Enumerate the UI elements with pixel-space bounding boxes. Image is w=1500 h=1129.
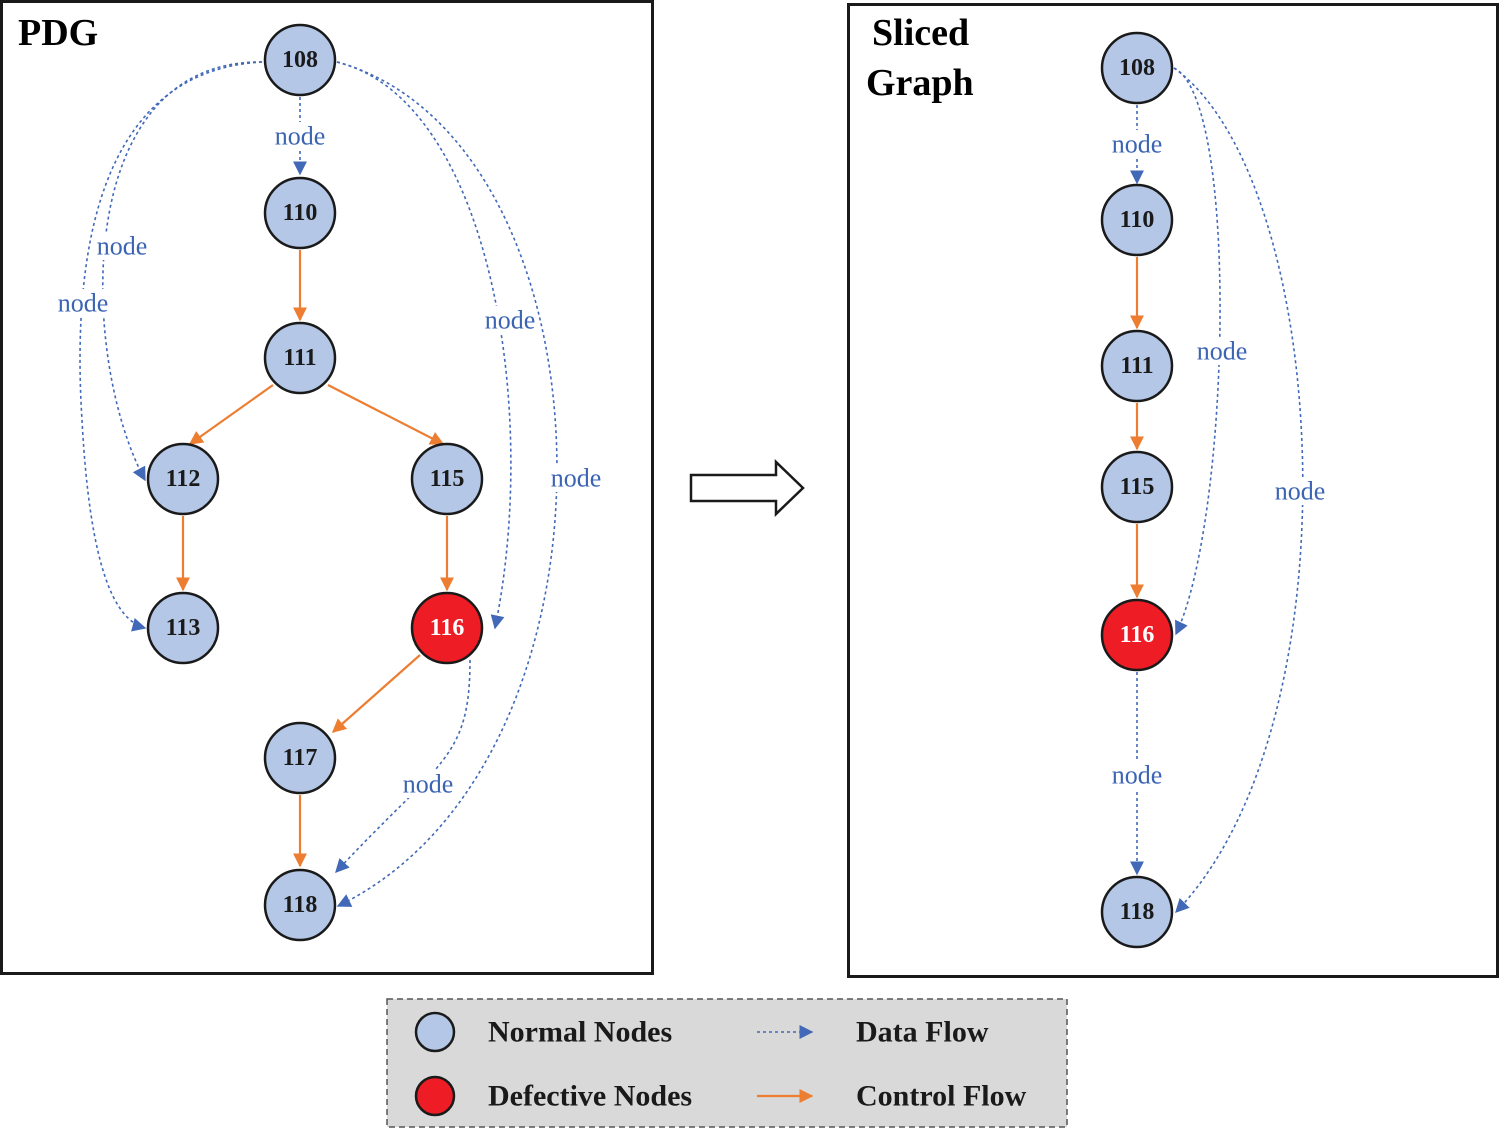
sliced-node-111: 111 (1100, 329, 1174, 403)
pdg-data-edge-108-113 (79, 61, 263, 632)
pdg-node-117: 117 (263, 721, 337, 795)
legend-normal-label: Normal Nodes (488, 1016, 672, 1049)
pdg-edge-label-108-113: node (58, 289, 109, 318)
pdg-edge-label-bg-108-118 (544, 464, 608, 492)
pdg-node-115: 115 (410, 442, 484, 516)
sliced-edge-label-108-116: node (1197, 337, 1248, 366)
sliced-edge-label-bg-108-116 (1190, 337, 1254, 365)
pdg-control-edge-111-112 (188, 384, 274, 445)
pdg-node-111: 111 (263, 321, 337, 395)
sliced-node-circle-118 (1100, 875, 1174, 949)
sliced-node-label-115: 115 (1120, 474, 1155, 500)
sliced-node-115: 115 (1100, 450, 1174, 524)
sliced-title-line1: Sliced (872, 12, 969, 54)
sliced-title-line2: Graph (866, 62, 974, 104)
pdg-node-112: 112 (146, 442, 220, 516)
pdg-node-118: 118 (263, 868, 337, 942)
pdg-node-circle-108 (263, 23, 337, 97)
sliced-node-circle-110 (1100, 183, 1174, 257)
pdg-node-circle-118 (263, 868, 337, 942)
sliced-edges: node node node node (1105, 67, 1332, 914)
sliced-edge-label-bg-108-118 (1268, 477, 1332, 505)
sliced-edge-label-bg-108-110 (1105, 130, 1169, 158)
sliced-data-edge-108-118 (1173, 67, 1304, 914)
sliced-node-116: 116 (1100, 598, 1174, 672)
pdg-node-label-108: 108 (282, 47, 318, 73)
pdg-nodes: 108 110 111 112 113 115 116 117 118 (146, 23, 484, 942)
sliced-edge-label-108-110: node (1112, 130, 1163, 159)
pdg-node-circle-110 (263, 176, 337, 250)
pdg-title: PDG (18, 12, 98, 54)
pdg-edge-label-bg-116-118 (396, 770, 460, 798)
legend-defective-node-icon (414, 1075, 456, 1117)
pdg-node-circle-116 (410, 591, 484, 665)
sliced-edge-label-116-118: node (1112, 761, 1163, 790)
transform-arrow-icon (689, 459, 805, 517)
pdg-node-116: 116 (410, 591, 484, 665)
pdg-node-circle-113 (146, 591, 220, 665)
pdg-node-label-117: 117 (283, 745, 318, 771)
sliced-nodes: 108 110 111 115 116 118 (1100, 31, 1174, 949)
pdg-node-110: 110 (263, 176, 337, 250)
sliced-node-circle-108 (1100, 31, 1174, 105)
pdg-node-label-113: 113 (166, 615, 201, 641)
sliced-graph-panel (847, 3, 1499, 978)
pdg-edge-label-108-118: node (551, 464, 602, 493)
sliced-node-110: 110 (1100, 183, 1174, 257)
pdg-node-circle-112 (146, 442, 220, 516)
pdg-control-edge-111-115 (327, 384, 445, 445)
sliced-data-edge-108-116 (1173, 67, 1221, 636)
pdg-edges: node node node node node node (51, 61, 608, 907)
legend-data-flow-label: Data Flow (856, 1016, 989, 1049)
pdg-node-label-111: 111 (283, 345, 316, 371)
pdg-node-label-110: 110 (283, 200, 318, 226)
pdg-node-108: 108 (263, 23, 337, 97)
pdg-edge-label-bg-108-110 (268, 122, 332, 150)
pdg-control-edge-116-117 (331, 654, 421, 733)
sliced-node-label-110: 110 (1120, 207, 1155, 233)
pdg-data-edge-108-112 (101, 61, 263, 482)
pdg-edge-label-116-118: node (403, 770, 454, 799)
pdg-node-circle-117 (263, 721, 337, 795)
sliced-node-label-111: 111 (1120, 353, 1153, 379)
sliced-node-label-108: 108 (1119, 55, 1155, 81)
pdg-edge-label-108-110: node (275, 122, 326, 151)
sliced-node-118: 118 (1100, 875, 1174, 949)
pdg-node-label-118: 118 (283, 892, 318, 918)
legend-control-flow-label: Control Flow (856, 1080, 1027, 1113)
pdg-edge-label-bg-108-112 (90, 232, 154, 260)
pdg-node-label-115: 115 (430, 466, 465, 492)
pdg-edge-label-bg-108-113 (51, 289, 115, 317)
pdg-data-edge-108-116 (336, 61, 512, 630)
pdg-node-circle-111 (263, 321, 337, 395)
pdg-node-113: 113 (146, 591, 220, 665)
sliced-node-label-116: 116 (1120, 622, 1155, 648)
sliced-node-label-118: 118 (1120, 899, 1155, 925)
pdg-data-edge-116-118 (335, 659, 471, 874)
pdg-edge-label-108-116: node (485, 306, 536, 335)
sliced-node-circle-115 (1100, 450, 1174, 524)
pdg-panel (0, 0, 654, 975)
pdg-edge-label-108-112: node (97, 232, 148, 261)
legend-normal-node-icon (414, 1011, 456, 1053)
legend-box (386, 998, 1068, 1128)
pdg-node-circle-115 (410, 442, 484, 516)
legend: Normal Nodes Defective Nodes Data Flow C… (386, 998, 1068, 1128)
pdg-node-label-116: 116 (430, 615, 465, 641)
sliced-edge-label-108-118: node (1275, 477, 1326, 506)
sliced-node-108: 108 (1100, 31, 1174, 105)
sliced-edge-label-bg-116-118 (1105, 761, 1169, 789)
sliced-node-circle-116 (1100, 598, 1174, 672)
legend-defective-label: Defective Nodes (488, 1080, 692, 1113)
pdg-node-label-112: 112 (166, 466, 201, 492)
sliced-node-circle-111 (1100, 329, 1174, 403)
pdg-edge-label-bg-108-116 (478, 306, 542, 334)
